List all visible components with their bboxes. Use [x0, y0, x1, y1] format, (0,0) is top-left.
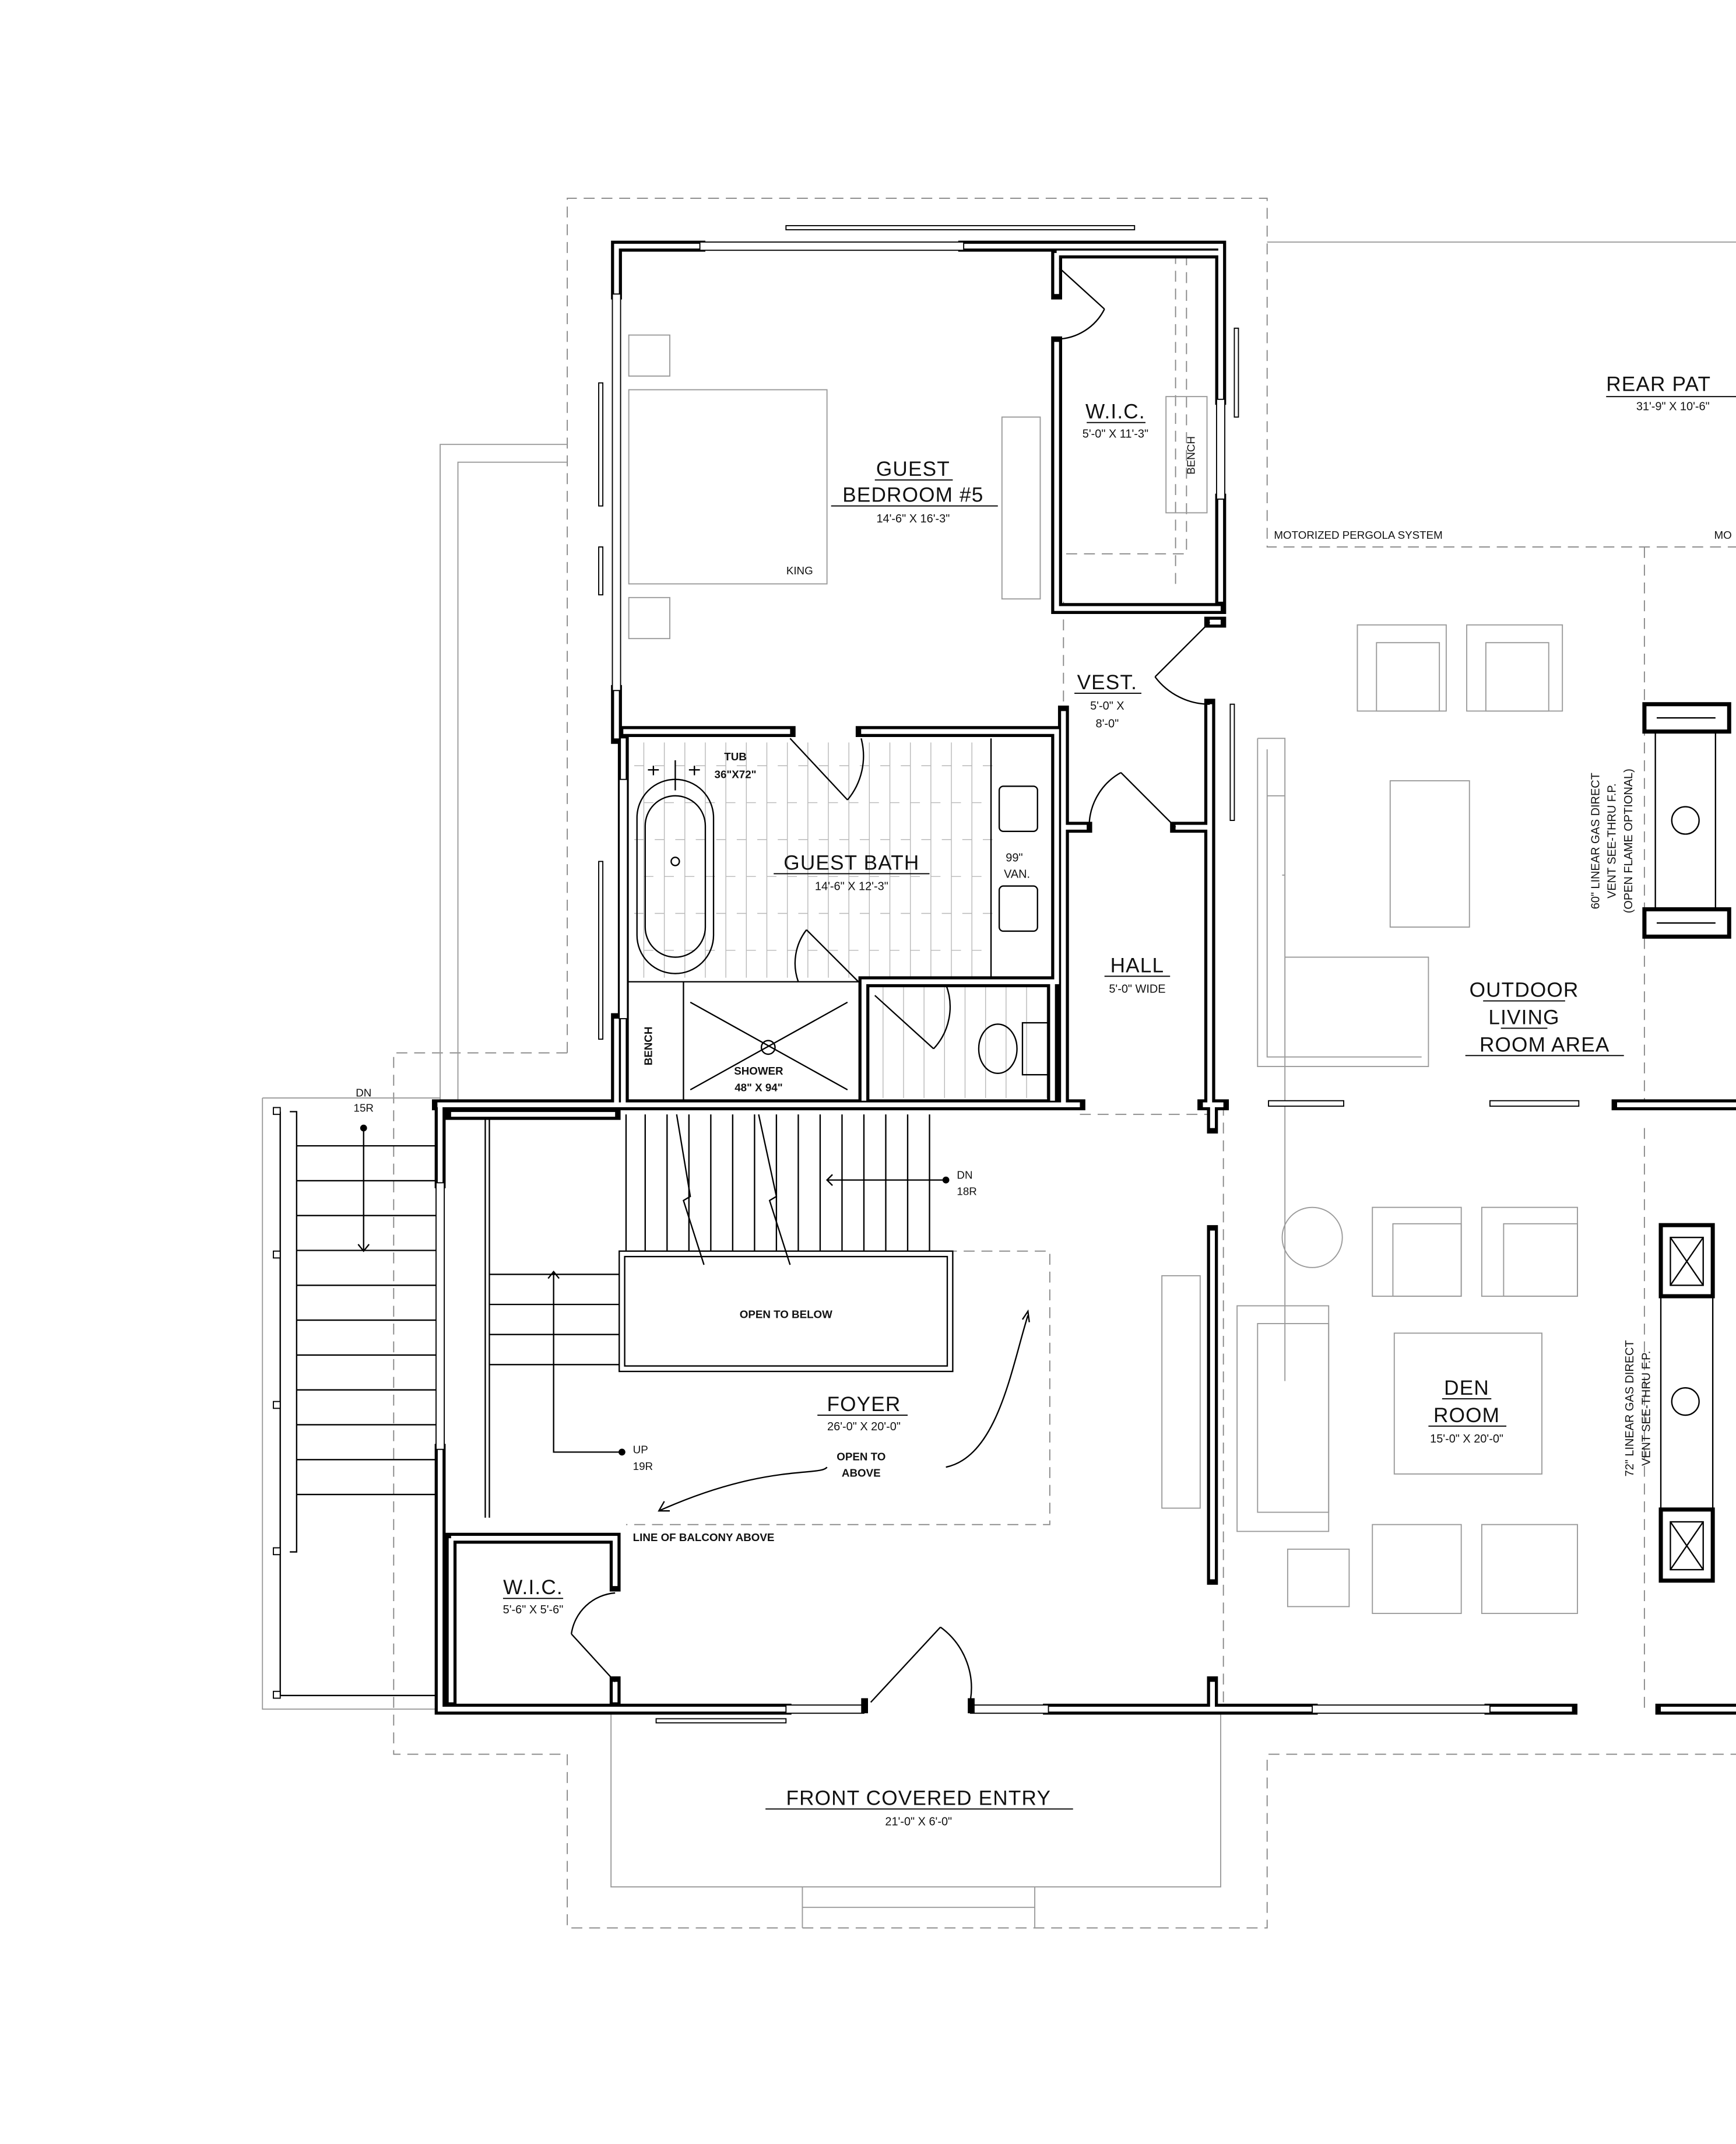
outdoor-fireplace-note: VENT SEE-THRU F.P. — [1606, 784, 1619, 899]
king-bed — [628, 389, 828, 585]
toilet — [978, 1023, 1018, 1075]
wic-bench — [1165, 396, 1208, 514]
rear-patio-size: 31'-9" X 10'-6" — [1636, 401, 1710, 413]
balcony-line-label: LINE OF BALCONY ABOVE — [633, 1531, 775, 1543]
wic-label: W.I.C. — [1085, 401, 1145, 423]
bed-label: KING — [786, 564, 813, 577]
tub-label: TUB — [724, 750, 747, 763]
shower-size: 48" X 94" — [735, 1081, 782, 1093]
vanity-size: 99" — [1006, 851, 1022, 864]
den-fireplace — [1658, 1223, 1715, 1299]
outdoor-fireplace — [1642, 702, 1731, 734]
guest-bedroom-size: 14'-6" X 16'-3" — [876, 513, 950, 525]
foyer-size: 26'-0" X 20'-0" — [827, 1420, 901, 1433]
wic-lower-size: 5'-6" X 5'-6" — [503, 1603, 564, 1616]
den-label: ROOM — [1433, 1404, 1500, 1427]
open-to-below-label: OPEN TO BELOW — [740, 1308, 832, 1321]
sink — [998, 885, 1038, 932]
outdoor-living-label: OUTDOOR — [1470, 979, 1579, 1002]
room-labels: GUEST BEDROOM #5 14'-6" X 16'-3" KING W.… — [354, 373, 1736, 1829]
coffee-table — [1393, 1332, 1542, 1475]
pergola-label: MOTORIZED PERGOLA SYSTEM — [1274, 529, 1442, 541]
stair-direction: UP — [633, 1444, 648, 1456]
open-to-above-label: OPEN TO — [837, 1450, 885, 1462]
stair-direction: DN — [356, 1087, 371, 1099]
vestibule-label: VEST. — [1077, 671, 1138, 694]
bench-label: BENCH — [1185, 436, 1197, 475]
den-fireplace-note: VENT SEE-THRU F.P. — [1640, 1351, 1653, 1466]
stair-risers: 19R — [633, 1460, 653, 1472]
tub-size: 36"X72" — [715, 768, 757, 780]
outdoor-living-label: ROOM AREA — [1480, 1033, 1610, 1056]
guest-bedroom-label: GUEST — [876, 458, 950, 480]
doors — [570, 267, 1211, 1714]
guest-bath-label: GUEST BATH — [783, 851, 919, 874]
shower-label: SHOWER — [734, 1065, 783, 1077]
shower-bench-label: BENCH — [642, 1027, 655, 1066]
wic-lower-label: W.I.C. — [503, 1576, 563, 1599]
wic-size: 5'-0" X 11'-3" — [1083, 427, 1148, 440]
den-fireplace-note: 72" LINEAR GAS DIRECT — [1623, 1340, 1636, 1476]
outdoor-fireplace-note: 60" LINEAR GAS DIRECT — [1590, 773, 1603, 909]
outdoor-living-label: LIVING — [1488, 1006, 1559, 1029]
windows — [435, 225, 1580, 1724]
outdoor-fireplace-note: (OPEN FLAME OPTIONAL) — [1622, 769, 1635, 913]
den-size: 15'-0" X 20'-0" — [1430, 1433, 1503, 1445]
front-entry-label: FRONT COVERED ENTRY — [786, 1787, 1051, 1809]
stairs — [273, 1107, 1030, 1699]
roof-outline — [262, 198, 1736, 1929]
pergola-label-cut: MO — [1714, 529, 1731, 541]
guest-bath-size: 14'-6" X 12'-3" — [815, 880, 888, 893]
sink — [998, 785, 1038, 832]
hall-size: 5'-0" WIDE — [1109, 982, 1165, 995]
vanity-label: VAN. — [1004, 868, 1030, 881]
den-label: DEN — [1444, 1377, 1489, 1399]
foyer-label: FOYER — [827, 1393, 901, 1416]
vestibule-size: 8'-0" — [1096, 718, 1119, 731]
sectional-sofa — [1257, 738, 1429, 1381]
front-entry-size: 21'-0" X 6'-0" — [885, 1816, 952, 1829]
rear-patio-label: REAR PAT — [1606, 373, 1711, 396]
stair-risers: 18R — [957, 1185, 976, 1198]
guest-bedroom-label: BEDROOM #5 — [842, 484, 983, 507]
stair-risers: 15R — [354, 1102, 374, 1114]
vestibule-size: 5'-0" X — [1090, 700, 1124, 713]
stair-direction: DN — [957, 1169, 972, 1181]
hall-label: HALL — [1111, 954, 1165, 977]
open-to-above-label: ABOVE — [842, 1467, 881, 1479]
